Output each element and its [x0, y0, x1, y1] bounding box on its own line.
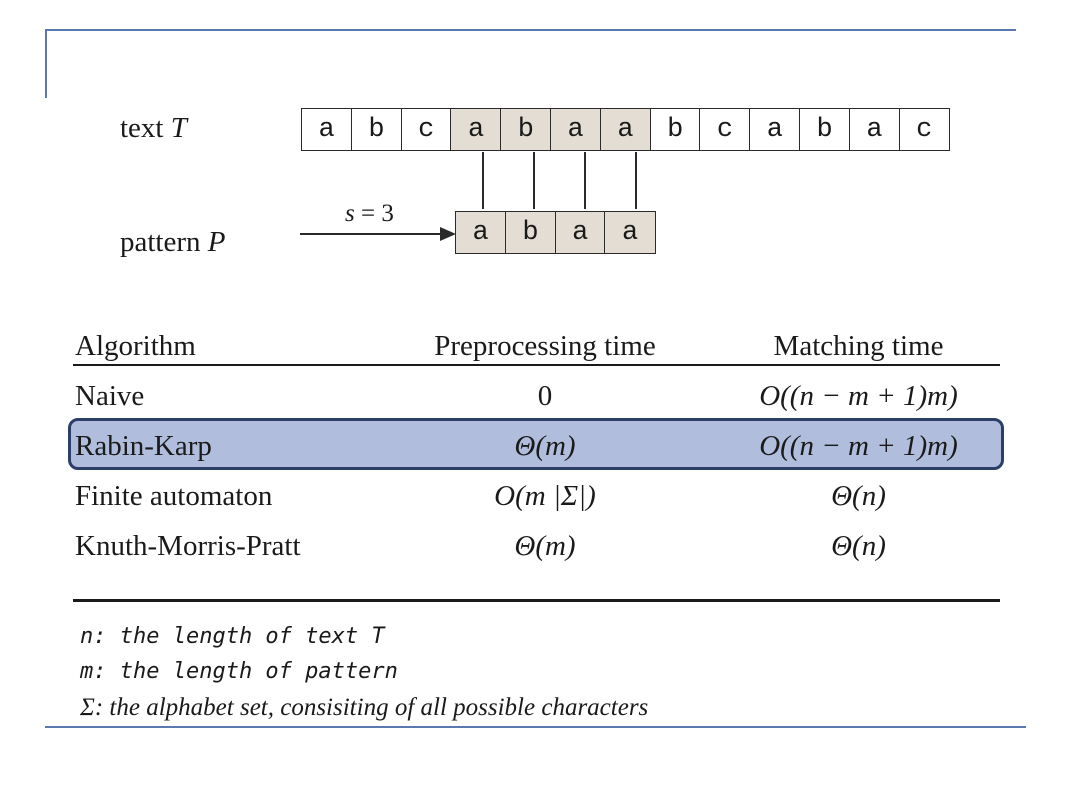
note-sigma-definition: Σ: the alphabet set, consisiting of all …: [80, 694, 649, 721]
pattern-cell: a: [604, 211, 656, 254]
table-header-rule: [73, 364, 1000, 366]
table-bottom-rule: [73, 599, 1000, 602]
text-cell: b: [500, 108, 552, 151]
text-cell: b: [649, 108, 701, 151]
text-cell: a: [749, 108, 801, 151]
arrow-right-icon: [440, 227, 456, 241]
header-algorithm: Algorithm: [75, 330, 196, 362]
preprocessing-time: O(m |Σ|): [494, 480, 596, 512]
match-connector: [584, 152, 586, 209]
highlight-box-rabin-karp: [68, 418, 1004, 470]
slide-left-rule: [45, 29, 47, 98]
pattern-cells: a b a a: [455, 211, 656, 254]
shift-eq: = 3: [354, 200, 394, 227]
table-row: Finite automaton O(m |Σ|) Θ(n): [75, 480, 1000, 524]
table-row: Knuth-Morris-Pratt Θ(m) Θ(n): [75, 530, 1000, 574]
table-row: Rabin-Karp Θ(m) O((n − m + 1)m): [75, 430, 1000, 474]
note-m-definition: m: the length of pattern: [80, 659, 398, 684]
match-connector: [533, 152, 535, 209]
shift-var: s: [345, 200, 355, 227]
header-matching: Matching time: [773, 330, 944, 362]
text-cell: b: [350, 108, 403, 151]
matching-time: O((n − m + 1)m): [759, 380, 958, 412]
pattern-label: pattern P: [120, 226, 225, 259]
match-connector: [482, 152, 484, 209]
text-cell: a: [549, 108, 602, 151]
header-preprocessing: Preprocessing time: [434, 330, 656, 362]
algorithm-name: Finite automaton: [75, 480, 273, 512]
matching-time: Θ(n): [831, 530, 886, 562]
text-cell: a: [450, 108, 502, 151]
pattern-cell: a: [455, 211, 507, 254]
shift-label: s = 3: [345, 200, 394, 228]
pattern-label-var: P: [207, 226, 226, 258]
table-header-row: Algorithm Preprocessing time Matching ti…: [75, 330, 1000, 374]
text-label-var: T: [170, 112, 187, 144]
preprocessing-time: 0: [537, 380, 553, 412]
text-cell: c: [898, 108, 950, 151]
slide-top-rule: [45, 29, 1016, 31]
matching-time: O((n − m + 1)m): [759, 430, 958, 462]
text-label-prefix: text: [120, 112, 171, 144]
text-cell: b: [798, 108, 851, 151]
preprocessing-time: Θ(m): [514, 530, 576, 562]
text-cells: a b c a b a a b c a b a c: [301, 108, 950, 151]
algorithm-name: Naive: [75, 380, 145, 412]
text-cell: c: [699, 108, 751, 151]
pattern-label-prefix: pattern: [120, 226, 208, 258]
preprocessing-time: Θ(m): [514, 430, 576, 462]
table-row: Naive 0 O((n − m + 1)m): [75, 380, 1000, 424]
note-n-definition: n: the length of text T: [80, 624, 385, 649]
shift-arrow-line: [300, 233, 442, 235]
text-cell: a: [301, 108, 353, 151]
text-label: text T: [120, 112, 187, 145]
match-connector: [635, 152, 637, 209]
pattern-cell: a: [554, 211, 606, 254]
slide-bottom-rule: [45, 726, 1026, 728]
matching-time: Θ(n): [831, 480, 886, 512]
pattern-cell: b: [504, 211, 557, 254]
text-cell: c: [400, 108, 452, 151]
algorithm-name: Knuth-Morris-Pratt: [75, 530, 301, 562]
algorithm-name: Rabin-Karp: [75, 430, 212, 462]
text-cell: a: [848, 108, 901, 151]
text-cell: a: [599, 108, 652, 151]
